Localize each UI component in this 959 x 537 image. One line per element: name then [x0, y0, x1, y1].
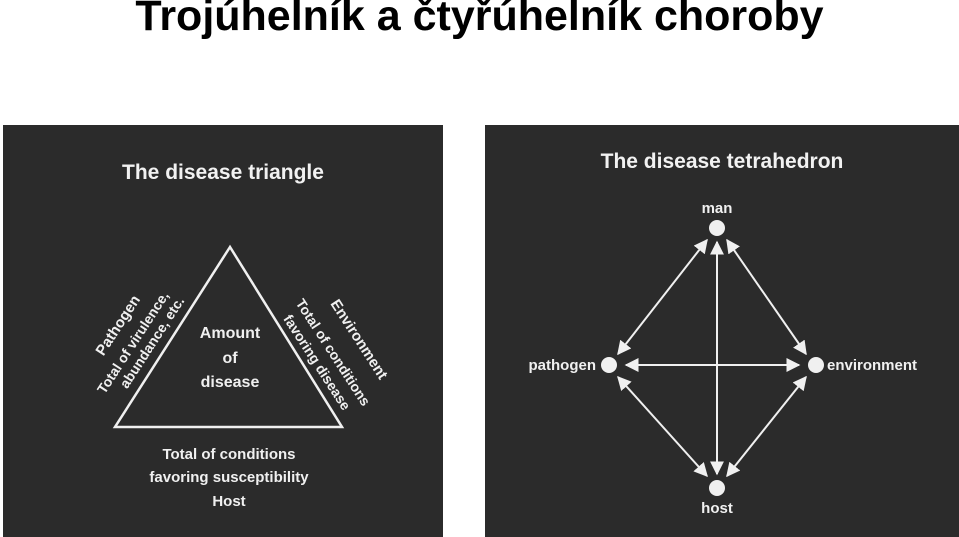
host-susceptibility-label: favoring susceptibility — [149, 469, 309, 486]
node-environment — [808, 357, 824, 373]
triangle-outline — [112, 244, 345, 429]
arrow-man-pathogen — [617, 238, 708, 356]
label-host: host — [701, 500, 733, 517]
tetrahedron-heading: The disease tetrahedron — [600, 150, 844, 173]
host-conditions-label: Total of conditions — [162, 446, 295, 463]
node-man — [709, 220, 725, 236]
triangle-heading: The disease triangle — [122, 161, 324, 184]
host-label: Host — [212, 493, 245, 510]
node-pathogen — [601, 357, 617, 373]
disease-triangle-diagram: Amount of disease Pathogen Total of viru… — [92, 244, 391, 510]
disease-tetrahedron-diagram: man pathogen environment host — [529, 200, 918, 517]
disease-tetrahedron-slide: The disease tetrahedron man pathogen env… — [485, 125, 959, 537]
label-pathogen: pathogen — [529, 357, 597, 374]
node-host — [709, 480, 725, 496]
arrow-man-environment — [726, 238, 807, 356]
disease-triangle-slide: The disease triangle Amount of disease P… — [3, 125, 443, 537]
center-label-amount: Amount — [200, 325, 261, 342]
page-title: Trojúhelník a čtyřúhelník choroby — [135, 0, 824, 40]
label-environment: environment — [827, 357, 917, 374]
center-label-of: of — [222, 350, 238, 367]
center-label-disease: disease — [201, 374, 260, 391]
label-man: man — [702, 200, 733, 217]
arrow-environment-host — [726, 375, 807, 478]
arrow-pathogen-host — [617, 375, 708, 478]
